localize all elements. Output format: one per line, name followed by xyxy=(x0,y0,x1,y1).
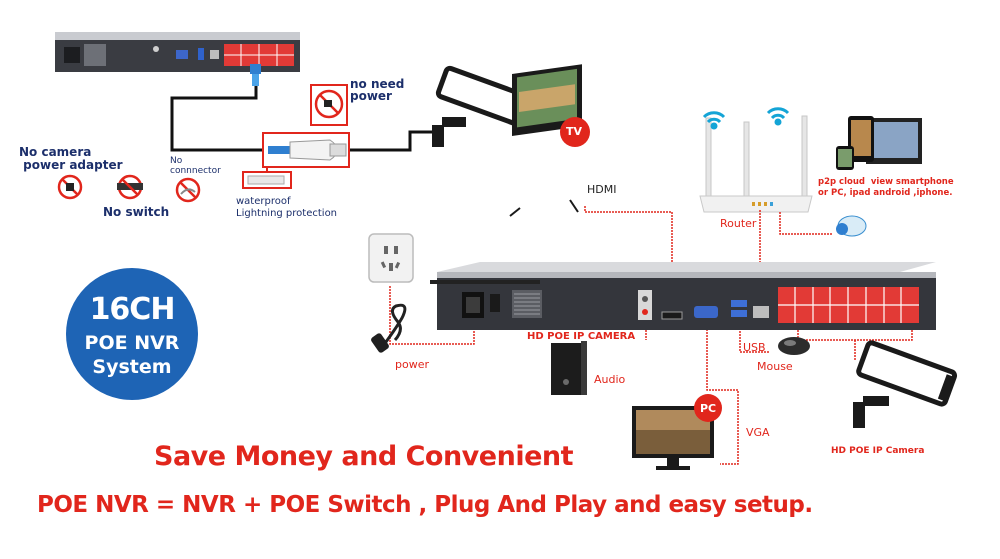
wall-socket-icon xyxy=(368,233,414,283)
headline: Save Money and Convenient xyxy=(154,441,574,472)
multi-device-icon xyxy=(836,116,922,170)
vga-label: VGA xyxy=(746,426,770,439)
main-nvr-poe-ports xyxy=(778,287,919,323)
power-cord-icon xyxy=(371,303,407,353)
no-switch-icon xyxy=(117,174,143,200)
mouse-icon xyxy=(778,337,810,355)
no-connector-icon xyxy=(175,177,201,203)
waterproof-label: waterproof Lightning protection xyxy=(236,196,338,219)
camera-cable xyxy=(348,130,440,152)
bullet-camera-icon-bottom xyxy=(853,340,958,428)
badge-line-system: System xyxy=(92,356,172,378)
no-need-power-label: no need power xyxy=(350,77,405,103)
cloud-globe-icon xyxy=(836,215,867,237)
monitor-icon xyxy=(632,406,714,470)
badge-line-16ch: 16CH xyxy=(89,292,176,327)
badge-line-poe-nvr: POE NVR xyxy=(84,332,180,354)
no-camera-adapter-icon xyxy=(57,174,83,200)
tv-icon xyxy=(509,64,582,217)
tv-badge-label: TV xyxy=(566,125,583,138)
hd-poe-port-label: HD POE IP CAMERA xyxy=(527,331,636,342)
power-label: power xyxy=(395,358,429,371)
tagline: POE NVR = NVR + POE Switch , Plug And Pl… xyxy=(37,492,813,518)
small-nvr-device xyxy=(55,32,300,72)
network-cable xyxy=(170,86,262,152)
router-icon xyxy=(699,115,813,213)
mouse-label: Mouse xyxy=(757,360,793,373)
wifi-icon-right xyxy=(766,107,790,126)
usb-label: USB xyxy=(743,341,766,354)
hdmi-label: HDMI xyxy=(587,183,617,196)
audio-label: Audio xyxy=(594,373,626,386)
no-connector-label: No connnector xyxy=(170,156,221,176)
small-nvr-poe-ports xyxy=(224,44,294,66)
product-badge-circle xyxy=(66,268,198,400)
pc-badge-label: PC xyxy=(700,402,717,415)
main-nvr-device xyxy=(430,262,936,330)
no-power-adapter-icon xyxy=(314,89,344,119)
no-camera-adapter-label: No camera power adapter xyxy=(19,145,123,172)
router-label: Router xyxy=(720,217,757,230)
network-plug-icon xyxy=(250,64,261,86)
p2p-cloud-label: p2p cloud view smartphone or PC, ipad an… xyxy=(818,177,954,198)
no-switch-label: No switch xyxy=(103,205,170,219)
hd-poe-camera-label: HD POE IP Camera xyxy=(831,446,925,456)
speaker-icon xyxy=(551,341,587,395)
wifi-icon-left xyxy=(702,111,726,130)
